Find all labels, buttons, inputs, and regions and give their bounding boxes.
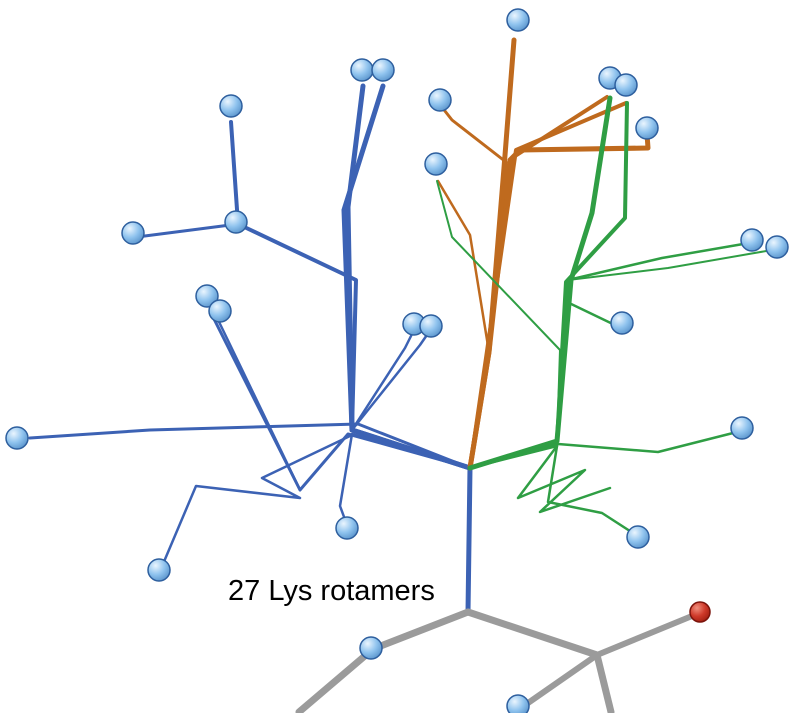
nitrogen-atom-sphere[interactable] [350,58,374,82]
green-rotamer-bond [468,241,751,470]
green-rotamer-bond [436,180,561,442]
figure-caption: 27 Lys rotamers [228,575,435,607]
blue-rotamer-bond [465,465,473,615]
nitrogen-atom-sphere[interactable] [224,210,248,234]
nitrogen-atom-sphere[interactable] [626,525,650,549]
orange-rotamer-bond [467,37,517,471]
nitrogen-atom-sphere[interactable] [371,58,395,82]
blue-rotamer-bond [206,297,302,492]
blue-rotamer-bond [229,120,472,470]
gray-rotamer-bond [295,645,377,713]
nitrogen-atom-sphere[interactable] [428,88,452,112]
nitrogen-atom-sphere[interactable] [147,558,171,582]
nitrogen-atom-sphere[interactable] [121,221,145,245]
gray-rotamer-bond [593,651,615,713]
orange-rotamer-bond [436,179,491,354]
nitrogen-atom-sphere[interactable] [765,235,789,259]
blue-rotamer-bond [135,222,240,239]
nitrogen-atom-sphere[interactable] [359,636,383,660]
nitrogen-atom-sphere[interactable] [219,94,243,118]
green-rotamer-bond [468,430,739,470]
nitrogen-atom-sphere[interactable] [614,73,638,97]
blue-rotamer-bond [338,432,472,527]
orange-rotamer-bond [468,101,628,470]
blue-rotamer-bond [350,328,416,432]
blue-rotamer-bond [28,422,472,470]
nitrogen-atom-sphere[interactable] [335,516,359,540]
nitrogen-atom-sphere[interactable] [506,694,530,713]
nitrogen-atom-sphere[interactable] [506,8,530,32]
nitrogen-atom-sphere[interactable] [730,416,754,440]
orange-rotamer-bond [468,95,609,470]
blue-rotamer-bond [350,330,431,432]
nitrogen-atom-sphere[interactable] [5,426,29,450]
nitrogen-atom-sphere[interactable] [195,284,219,308]
nitrogen-atom-sphere[interactable] [419,314,443,338]
green-rotamer-bond [468,300,621,470]
nitrogen-atom-sphere[interactable] [635,116,659,140]
gray-rotamer-bond [464,608,601,659]
nitrogen-atom-sphere[interactable] [424,152,448,176]
gray-rotamer-bond [594,613,695,658]
nitrogen-atom-sphere[interactable] [740,228,764,252]
blue-rotamer-bond [161,434,352,566]
blue-rotamer-bond [209,311,472,492]
green-rotamer-bond [516,444,612,514]
green-rotamer-bond [468,444,638,537]
orange-rotamer-bond [439,104,508,354]
nitrogen-atom-sphere[interactable] [208,299,232,323]
gray-rotamer-bond [525,652,600,706]
blue-rotamer-bond [341,83,473,471]
atom-spheres-layer [5,8,789,713]
green-rotamer-bond [567,249,773,281]
nitrogen-atom-sphere[interactable] [610,311,634,335]
oxygen-atom-sphere[interactable] [689,601,711,623]
gray-rotamer-bond [369,608,472,653]
rotamer-bonds-layer [28,37,773,713]
green-rotamer-bond [467,95,613,471]
